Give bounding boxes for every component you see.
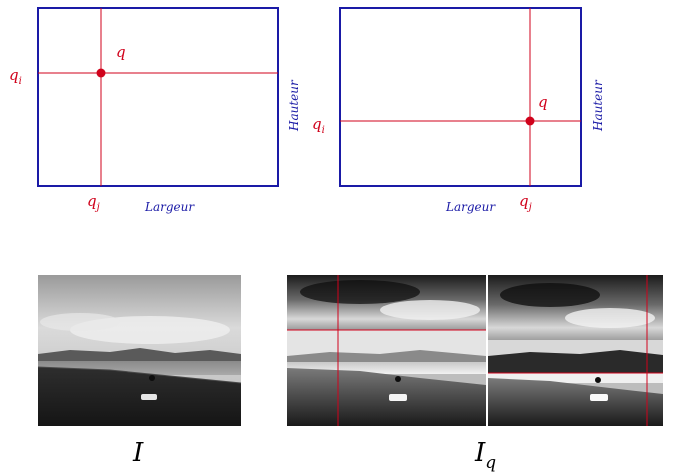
caption-transformed: Iq: [474, 438, 496, 473]
point-label-left: q: [116, 43, 126, 61]
col-label-left: qj: [87, 192, 100, 213]
image-frame-right: [339, 7, 582, 187]
diagram-left: q qi qj Largeur Hauteur: [9, 7, 301, 214]
photo-original: [37, 275, 242, 426]
image-frame-left: [37, 7, 279, 187]
width-label-left: Largeur: [144, 200, 195, 214]
height-label-left: Hauteur: [287, 79, 301, 132]
height-label-right: Hauteur: [591, 79, 605, 132]
row-label-right: qi: [312, 115, 325, 136]
point-q-right: [525, 116, 535, 126]
point-q-left: [96, 68, 106, 78]
photo-transformed: [287, 275, 663, 426]
col-label-right: qj: [519, 192, 532, 213]
row-label-left: qi: [9, 66, 22, 87]
diagram-right: q qi qj Largeur Hauteur: [312, 7, 605, 214]
width-label-right: Largeur: [445, 200, 496, 214]
point-label-right: q: [538, 93, 548, 111]
caption-original: I: [132, 438, 144, 468]
